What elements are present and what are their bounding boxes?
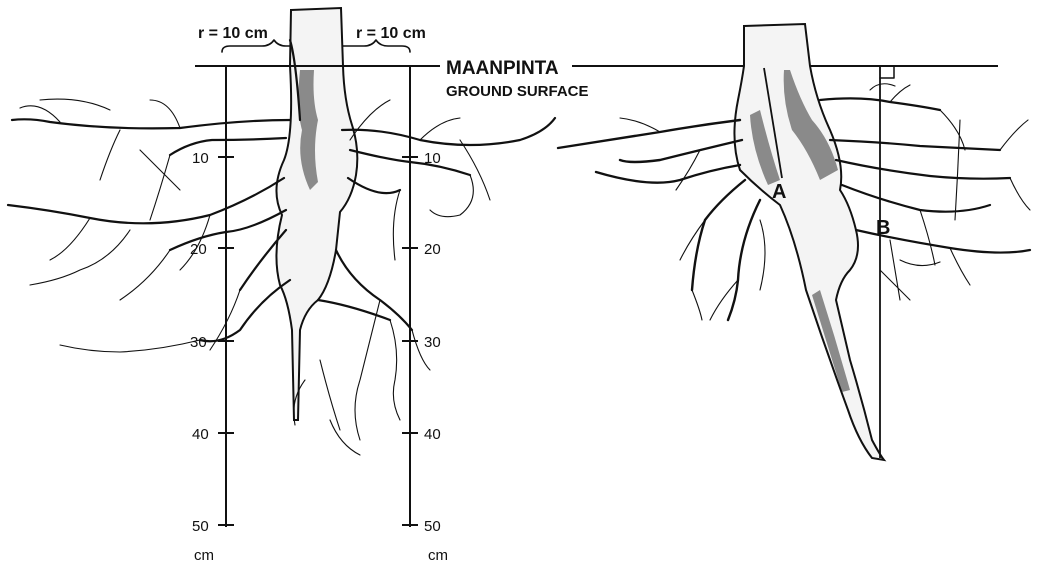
- right-tick-label-30: 30: [424, 334, 441, 351]
- right-unit-label: cm: [428, 547, 448, 564]
- ground-surface-label-en: GROUND SURFACE: [446, 83, 589, 100]
- point-label-a: A: [772, 181, 786, 203]
- right-angle-marker: [880, 66, 894, 78]
- left-trunk: [276, 8, 357, 420]
- right-tick-label-40: 40: [424, 426, 441, 443]
- left-lateral-roots: [8, 40, 300, 341]
- left-unit-label: cm: [194, 547, 214, 564]
- right-drawing-right-fine-roots: [870, 84, 1030, 300]
- radius-label-right: r = 10 cm: [356, 25, 426, 42]
- radius-label-left: r = 10 cm: [198, 25, 268, 42]
- right-stump: [734, 24, 884, 460]
- left-tick-label-30: 30: [190, 334, 207, 351]
- right-tick-label-10: 10: [424, 150, 441, 167]
- left-fine-roots: [20, 99, 240, 352]
- left-tick-label-40: 40: [192, 426, 209, 443]
- right-tick-label-50: 50: [424, 518, 441, 535]
- left-tick-label-50: 50: [192, 518, 209, 535]
- right-tick-label-20: 20: [424, 241, 441, 258]
- ground-surface-label-fi: MAANPINTA: [446, 58, 559, 79]
- point-label-b: B: [876, 217, 890, 239]
- left-tick-label-10: 10: [192, 150, 209, 167]
- right-root-drawing: A B: [558, 24, 1030, 460]
- left-tick-label-20: 20: [190, 241, 207, 258]
